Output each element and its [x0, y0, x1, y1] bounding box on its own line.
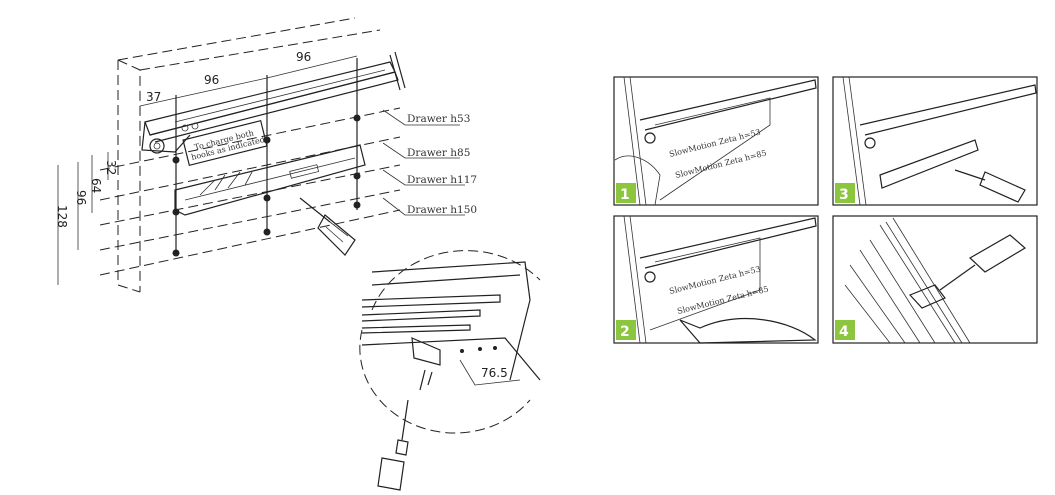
- step-badge: [835, 320, 855, 340]
- drawer-runner: [141, 51, 406, 154]
- dim-32: 32: [104, 160, 118, 175]
- dimension-lines: [57, 55, 358, 285]
- step-panel-2: SlowMotion Zeta h=53 SlowMotion Zeta h=8…: [613, 215, 819, 344]
- step-number: 1: [620, 187, 630, 203]
- dim-96: 96: [74, 190, 88, 205]
- step-number: 4: [839, 324, 849, 340]
- step-number: 2: [620, 324, 630, 340]
- drawer-label-leaders: [382, 109, 465, 216]
- step-panel-3: 3: [832, 76, 1038, 206]
- hole-lines: [99, 58, 401, 276]
- cabinet-panel: [117, 17, 381, 293]
- drawer-label-h53: Drawer h53: [407, 113, 470, 125]
- dim-64: 64: [89, 178, 103, 193]
- dim-96-second: 96: [296, 50, 311, 64]
- screwdriver-vertical-icon: [377, 399, 409, 491]
- step-number: 3: [839, 187, 849, 203]
- detail-view: 76.5: [359, 250, 541, 434]
- dim-128: 128: [55, 205, 69, 228]
- drawer-label-h150: Drawer h150: [407, 204, 477, 216]
- step-panel-4: 4: [832, 215, 1038, 344]
- dim-37: 37: [146, 90, 161, 104]
- detail-dimension: 76.5: [481, 366, 508, 380]
- screwdriver-icon: [299, 197, 356, 256]
- drawer-label-h85: Drawer h85: [407, 147, 470, 159]
- step-badge: [616, 183, 636, 203]
- drawer-label-h117: Drawer h117: [407, 174, 477, 186]
- dim-96-first: 96: [204, 73, 219, 87]
- step-panel-1: SlowMotion Zeta h=53 SlowMotion Zeta h=8…: [613, 76, 819, 206]
- step-badge: [835, 183, 855, 203]
- step-badge: [616, 320, 636, 340]
